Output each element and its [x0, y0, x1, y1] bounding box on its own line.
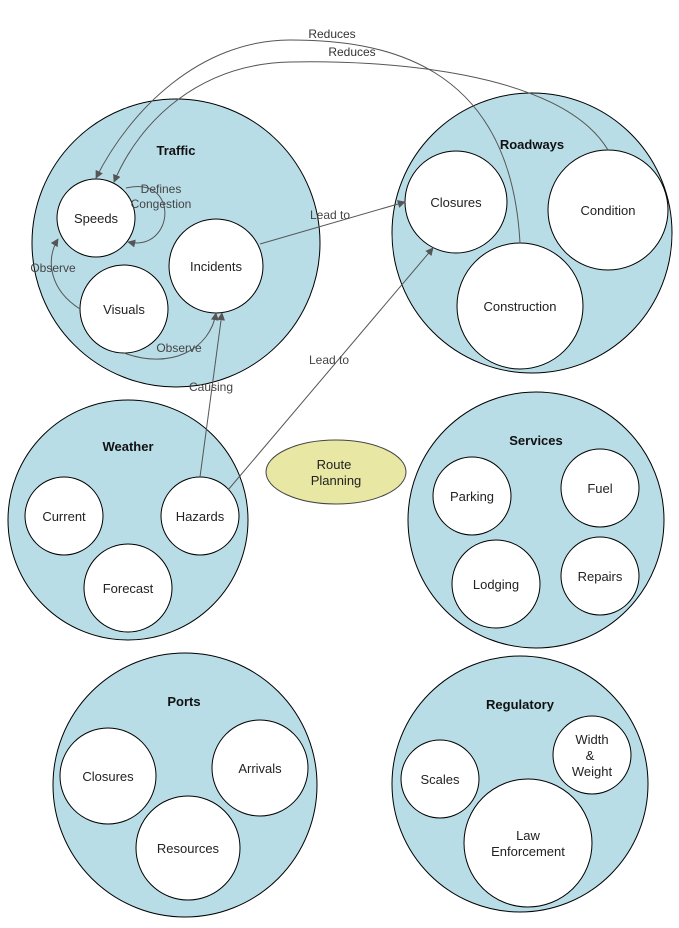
- traffic-title: Traffic: [156, 143, 195, 158]
- resources-node[interactable]: [135, 795, 241, 901]
- construction-label: Construction: [484, 299, 557, 314]
- width-weight-label-2: &: [586, 748, 595, 763]
- law-enforcement-node[interactable]: [463, 778, 593, 908]
- edge-label-reduces-1: Reduces: [308, 27, 355, 41]
- parking-node[interactable]: [432, 456, 512, 536]
- edge-label-congestion: Congestion: [131, 197, 192, 211]
- condition-label: Condition: [581, 203, 636, 218]
- route-planning-label-1: Route: [317, 457, 352, 472]
- edge-label-causing: Causing: [189, 380, 233, 394]
- route-planning-node[interactable]: [265, 439, 407, 505]
- lodging-label: Lodging: [473, 577, 519, 592]
- edge-visuals-observe-incidents: [123, 312, 219, 360]
- fuel-node[interactable]: [560, 448, 640, 528]
- edge-visuals-observe-speeds: [50, 238, 81, 310]
- edge-construction-reduces-speeds: [95, 39, 521, 244]
- edge-label-lead-to-1: Lead to: [310, 208, 350, 222]
- scales-label: Scales: [420, 772, 460, 787]
- roadways-title: Roadways: [500, 137, 564, 152]
- arrivals-label: Arrivals: [238, 761, 282, 776]
- ports-closures-label: Closures: [82, 769, 134, 784]
- current-label: Current: [42, 509, 86, 524]
- law-enforcement-label-1: Law: [516, 828, 540, 843]
- speeds-node[interactable]: [56, 178, 136, 258]
- regulatory-title: Regulatory: [486, 697, 555, 712]
- edge-label-defines: Defines: [141, 182, 182, 196]
- law-enforcement-label-2: Enforcement: [491, 844, 565, 859]
- edge-speeds-defines-congestion: [125, 186, 166, 248]
- edge-label-lead-to-2: Lead to: [309, 353, 349, 367]
- edge-label-observe-left: Observe: [30, 261, 76, 275]
- weather-group[interactable]: [7, 399, 249, 641]
- edge-incidents-lead-to-closures: [259, 200, 406, 245]
- current-node[interactable]: [24, 476, 104, 556]
- roadways-closures-label: Closures: [430, 195, 482, 210]
- width-weight-label-3: Weight: [572, 764, 613, 779]
- ports-title: Ports: [167, 694, 200, 709]
- parking-label: Parking: [450, 489, 494, 504]
- forecast-label: Forecast: [103, 581, 154, 596]
- scales-node[interactable]: [400, 739, 480, 819]
- fuel-label: Fuel: [587, 481, 612, 496]
- repairs-label: Repairs: [578, 569, 623, 584]
- edge-label-reduces-2: Reduces: [328, 45, 375, 59]
- incidents-label: Incidents: [190, 259, 243, 274]
- hazards-label: Hazards: [176, 509, 225, 524]
- ports-closures-node[interactable]: [59, 727, 157, 825]
- lodging-node[interactable]: [451, 539, 541, 629]
- edge-hazards-lead-to-closures: [227, 247, 434, 491]
- route-planning-label-2: Planning: [311, 473, 362, 488]
- visuals-label: Visuals: [103, 302, 145, 317]
- width-weight-label-1: Width: [575, 732, 608, 747]
- edge-hazards-causing-incidents: [199, 312, 226, 478]
- forecast-node[interactable]: [83, 543, 173, 633]
- arrivals-node[interactable]: [211, 719, 309, 817]
- width-weight-node[interactable]: [552, 715, 632, 795]
- edge-label-observe-bottom: Observe: [156, 341, 202, 355]
- speeds-label: Speeds: [74, 211, 119, 226]
- resources-label: Resources: [157, 841, 220, 856]
- services-title: Services: [509, 433, 563, 448]
- repairs-node[interactable]: [560, 536, 640, 616]
- weather-title: Weather: [102, 439, 153, 454]
- edge-condition-reduces-speeds: [113, 61, 609, 183]
- ports-group[interactable]: [52, 652, 318, 918]
